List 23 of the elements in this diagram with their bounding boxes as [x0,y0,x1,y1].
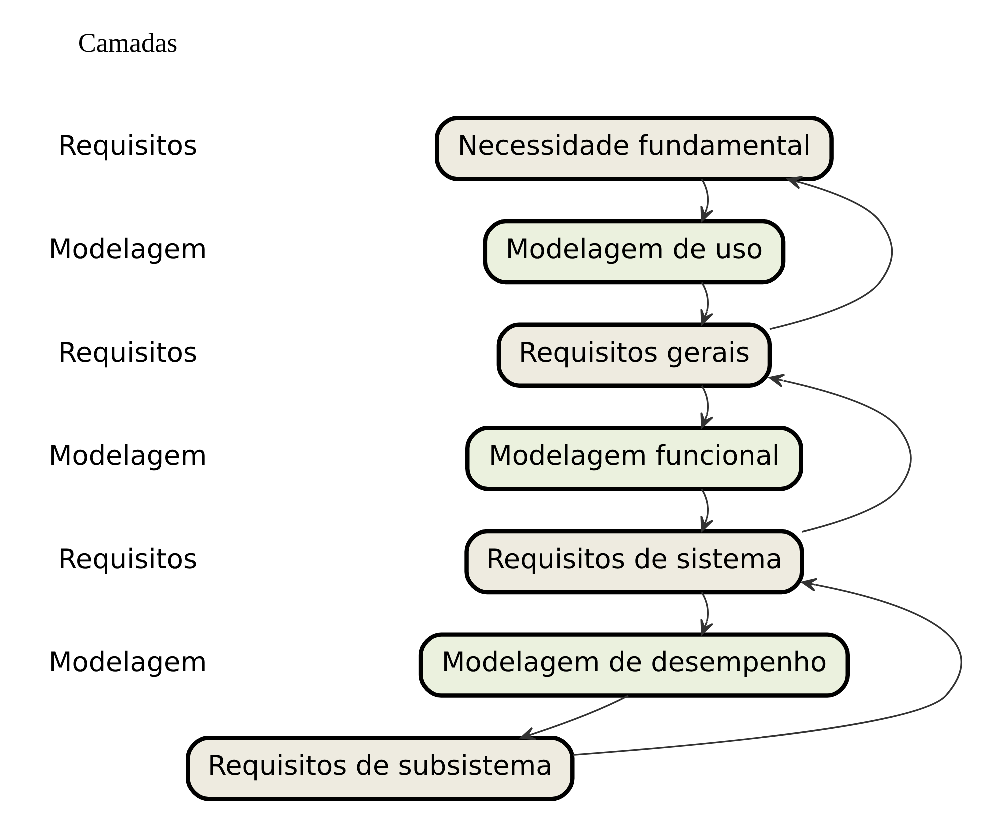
label: Requisitos [58,544,198,576]
arrow [700,592,714,636]
arrow [520,695,628,741]
arrow [572,578,962,756]
node-box: Necessidade fundamental [434,116,834,182]
label: Modelagem [48,441,207,472]
arrow [768,374,912,533]
node-box: Modelagem de uso [482,219,786,285]
node-box: Modelagem funcional [465,426,803,492]
label: Camadas [78,28,178,58]
arrow [769,176,893,330]
node-box: Modelagem de desempenho [418,632,850,698]
arrow [700,282,714,326]
arrow [700,386,714,429]
arrow [700,488,714,532]
node-box: Requisitos de subsistema [186,736,574,802]
label: Requisitos [58,338,198,369]
label: Modelagem [48,648,207,679]
label: Requisitos [58,131,198,162]
node-box: Requisitos de sistema [464,529,804,595]
label: Modelagem [48,234,207,266]
node-box: Requisitos gerais [496,322,772,388]
arrow [700,178,714,222]
